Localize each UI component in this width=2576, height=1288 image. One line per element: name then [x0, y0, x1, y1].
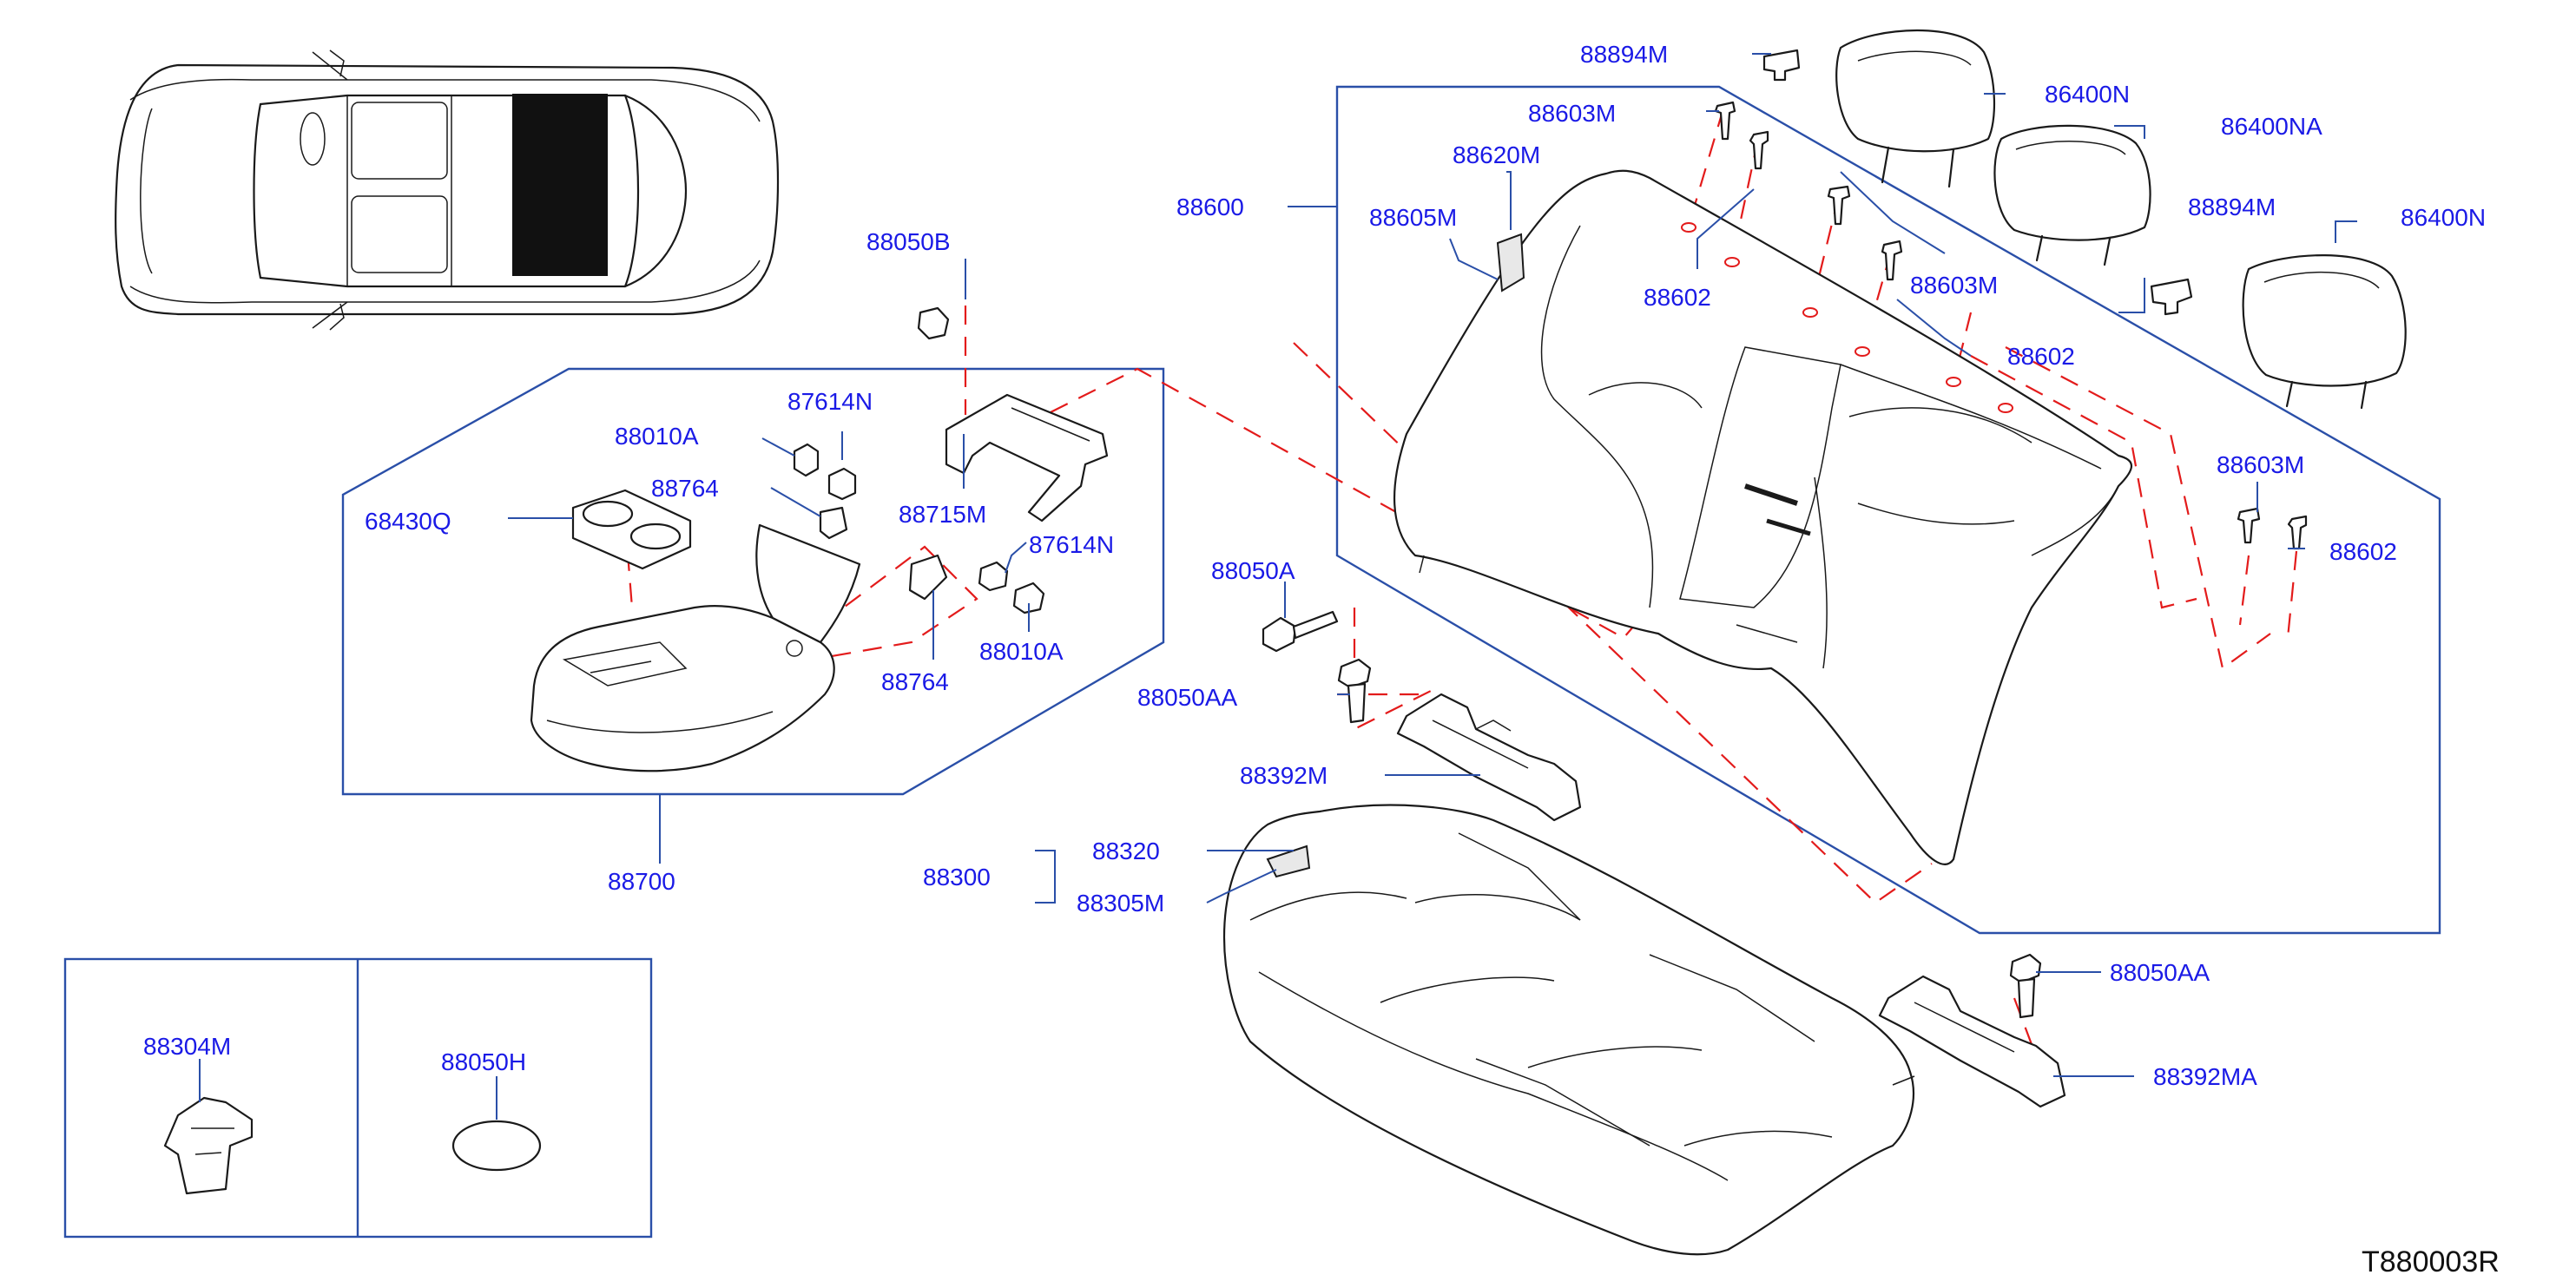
vehicle-locator-view [115, 49, 780, 331]
headrest-guide-mid [2150, 278, 2193, 316]
label-88304M: 88304M [143, 1033, 231, 1060]
label-88305M: 88305M [1077, 890, 1164, 917]
headrest-guide-top [1762, 49, 1801, 82]
armrest-small-parts [793, 306, 1045, 614]
pad-88050H [451, 1120, 542, 1172]
label-88050AA-right: 88050AA [2110, 959, 2210, 986]
label-86400N-top: 86400N [2045, 81, 2130, 108]
label-88605M: 88605M [1369, 204, 1457, 231]
label-88602-right: 88602 [2329, 538, 2397, 565]
label-86400N-right: 86400N [2401, 204, 2486, 231]
headrest-outer-right [2242, 254, 2407, 410]
rear-seat-location-highlight [512, 94, 608, 276]
cup-holder [571, 489, 692, 570]
label-88320: 88320 [1092, 838, 1160, 864]
part-labels: 88894M 86400N 86400NA 88603M 88620M 8860… [143, 41, 2500, 1278]
seat-back-pad [1496, 233, 1525, 292]
label-88300: 88300 [923, 864, 991, 890]
hinge-bracket-upper [1396, 693, 1582, 822]
label-88010A-top: 88010A [615, 423, 699, 450]
headrest-outer-left [1835, 29, 1996, 188]
label-86400NA: 86400NA [2221, 113, 2322, 140]
label-88603M-top: 88603M [1528, 100, 1616, 127]
armrest-group-box [341, 367, 1165, 796]
label-88603M-right: 88603M [2217, 451, 2304, 478]
diagram-code: T880003R [2362, 1245, 2500, 1278]
label-88602-left: 88602 [1644, 284, 1711, 311]
label-88620M: 88620M [1453, 141, 1540, 168]
label-88715M: 88715M [899, 501, 986, 528]
label-68430Q: 68430Q [365, 508, 451, 535]
label-87614N-bottom: 87614N [1029, 531, 1114, 558]
label-88602-mid: 88602 [2007, 343, 2075, 370]
armrest-hinge-bracket [945, 393, 1109, 522]
label-88894M-mid: 88894M [2188, 194, 2276, 220]
label-88764-top: 88764 [651, 475, 719, 502]
label-88050H: 88050H [441, 1048, 526, 1075]
headrest-center [1993, 124, 2151, 266]
armrest-body [530, 523, 861, 772]
label-88700: 88700 [608, 868, 675, 895]
clip-88304M [163, 1096, 254, 1195]
label-88050B: 88050B [866, 228, 951, 255]
label-88050A: 88050A [1211, 557, 1295, 584]
label-88894M-top: 88894M [1580, 41, 1668, 68]
label-88764-bottom: 88764 [881, 668, 949, 695]
seat-cushion-assembly [1222, 804, 1915, 1256]
label-87614N-top: 87614N [787, 388, 873, 415]
bolts [1262, 610, 2042, 1019]
label-88050AA-left: 88050AA [1137, 684, 1238, 711]
leader-lines [199, 53, 2357, 1120]
label-88010A-bottom: 88010A [979, 638, 1064, 665]
label-88603M-mid: 88603M [1910, 272, 1998, 299]
seat-back-assembly [1393, 169, 2133, 865]
label-88392MA: 88392MA [2153, 1063, 2257, 1090]
label-88600: 88600 [1176, 194, 1244, 220]
hinge-bracket-lower [1878, 975, 2066, 1108]
seatback-group-box [1335, 85, 2441, 935]
label-88392M: 88392M [1240, 762, 1328, 789]
